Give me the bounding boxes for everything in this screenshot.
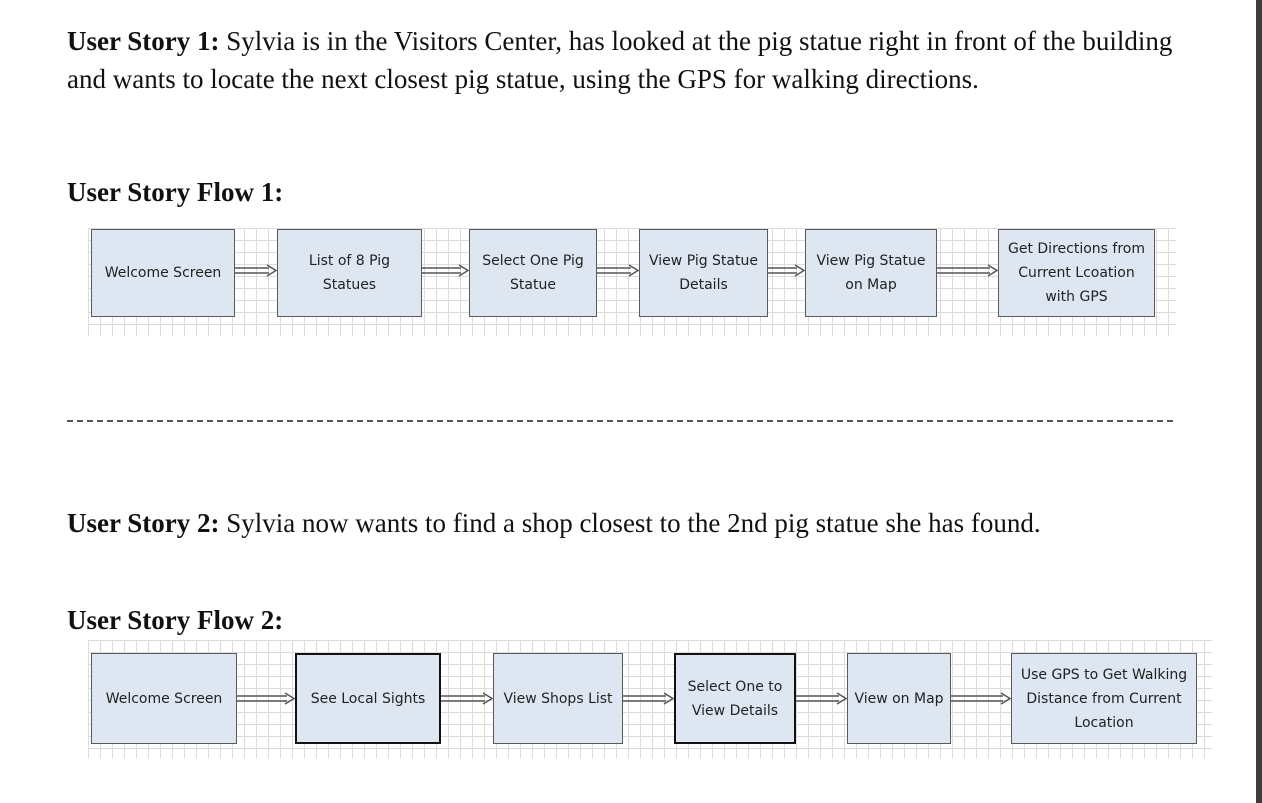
flow-1-arrow-4 [768, 264, 805, 277]
user-story-2-label: User Story 2: [67, 508, 220, 538]
flow-2-arrow-5 [951, 692, 1011, 705]
user-story-1-text: Sylvia is in the Visitors Center, has lo… [67, 26, 1173, 94]
flow-1-step-list-statues: List of 8 Pig Statues [277, 229, 422, 317]
flow-2-step-shops-list: View Shops List [493, 653, 623, 744]
flow-1-arrow-1 [235, 264, 277, 277]
flow-2-step-select-shop: Select One to View Details [674, 653, 796, 744]
user-story-2: User Story 2: Sylvia now wants to find a… [67, 504, 1187, 542]
flow-1-arrow-5 [937, 264, 998, 277]
flow-1-step-statue-details: View Pig Statue Details [639, 229, 768, 317]
user-story-flow-1-heading: User Story Flow 1: [67, 177, 284, 207]
flow-1-step-statue-map: View Pig Statue on Map [805, 229, 937, 317]
section-divider [67, 420, 1173, 422]
flow-1-step-welcome: Welcome Screen [91, 229, 235, 317]
flow-2-arrow-1 [237, 692, 295, 705]
flow-2-step-welcome: Welcome Screen [91, 653, 237, 744]
flow-2-step-local-sights: See Local Sights [295, 653, 441, 744]
page-edge [1256, 0, 1262, 803]
flow-1-grid [88, 228, 1176, 336]
flow-2-step-view-map: View on Map [847, 653, 951, 744]
flow-1-step-select-statue: Select One Pig Statue [469, 229, 597, 317]
flow-1-step-gps-directions: Get Directions from Current Lcoation wit… [998, 229, 1155, 317]
user-story-1: User Story 1: Sylvia is in the Visitors … [67, 22, 1187, 98]
flow-1-arrow-3 [597, 264, 639, 277]
flow-2-arrow-3 [623, 692, 674, 705]
user-story-flow-2-heading: User Story Flow 2: [67, 605, 284, 635]
user-story-1-label: User Story 1: [67, 26, 220, 56]
flow-2-step-gps-distance: Use GPS to Get Walking Distance from Cur… [1011, 653, 1197, 744]
user-story-2-text: Sylvia now wants to find a shop closest … [219, 508, 1041, 538]
flow-2-arrow-2 [441, 692, 493, 705]
flow-2-arrow-4 [796, 692, 847, 705]
flow-1-arrow-2 [422, 264, 469, 277]
